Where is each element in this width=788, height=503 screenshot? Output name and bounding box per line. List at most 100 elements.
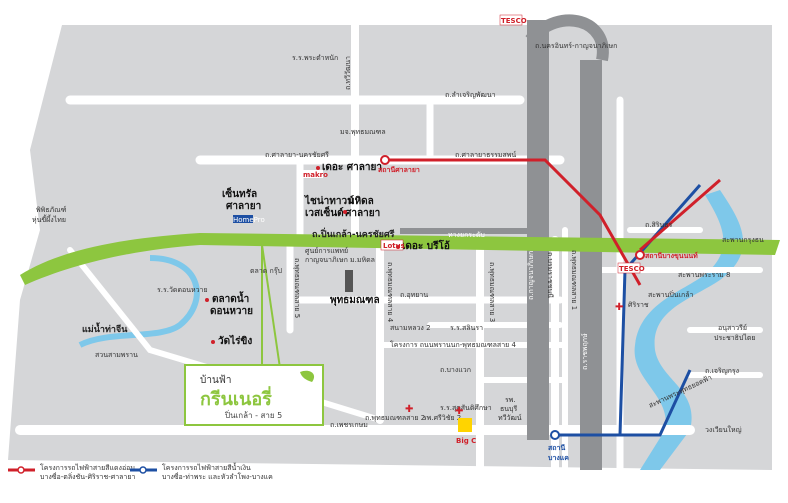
project-pointer-2	[261, 244, 281, 369]
label-bang-wa: ถ.บางแวก	[440, 366, 471, 374]
landmark-dot-3	[396, 245, 400, 249]
label-sanam-luang-2: สนามหลวง 2	[390, 324, 431, 332]
label-phra-pinklao: สะพานกรุงธน	[722, 236, 764, 244]
tesco-badge-north	[499, 14, 523, 26]
label-station-salaya: สถานีศาลายา	[378, 166, 420, 174]
label-hospital-bk-3: ทวีวัฒน์	[498, 414, 522, 422]
tesco-label-north: TESCO	[501, 17, 527, 25]
label-central-2: ศาลายา	[226, 201, 261, 212]
expressway-loop	[525, 14, 609, 62]
label-project-road: โครงการ ถนนพรานนก-พุทธมณฑลสาย 4	[390, 340, 516, 349]
label-salaya-tham: ถ.ศาลายาธรรมสพน์	[455, 151, 516, 159]
project-name-line3: ปิ่นเกล้า - สาย 5	[224, 409, 282, 420]
legend-red-text-2: บางซื่อ-ตลิ่งชัน-ศิริราช-ศาลายา	[40, 472, 135, 481]
label-intersection: ทางยกระดับ	[448, 231, 485, 239]
makro-label: makro	[303, 171, 328, 179]
label-rr-salin: ร.ร.สลินรา	[450, 324, 483, 332]
red-line-east	[639, 178, 721, 252]
label-sanamkila-2: ประชาธิปไตย	[714, 333, 756, 342]
label-talat-nam-2: ดอนหวาย	[210, 306, 253, 317]
label-nakhon-in: ถ.นครอินทร์-กาญจนาภิเษก	[535, 42, 617, 50]
label-mahidol-2: ศาลายา	[345, 208, 380, 219]
label-uni: มจ.พุทธมณฑล	[340, 128, 386, 136]
label-station-bk-1: สถานี	[548, 444, 565, 452]
label-phutthamonthon-3: ถ.พุทธมณฑลสาย 3	[488, 262, 496, 322]
label-borommaratchachonnani: ถ.บรมราชชนนี	[546, 252, 554, 298]
label-hospital-bk-1: รพ.	[505, 396, 516, 404]
project-logo-box	[184, 364, 324, 426]
big-c-label: Big C	[456, 437, 476, 445]
label-museum-1: พิพิธภัณฑ์	[36, 206, 67, 214]
big-c-badge	[458, 418, 472, 432]
homepro-label: HomePro	[233, 216, 265, 224]
label-museum-2: หุ่นขี้ผึ้งไทย	[32, 213, 66, 224]
leaf-icon	[300, 370, 315, 382]
label-the-salaya: เดอะ ศาลายา	[322, 162, 382, 173]
label-kanchana: ถ.กาญจนาภิเษก	[527, 251, 535, 300]
label-mahidol-1: มหิดล	[348, 195, 374, 207]
label-central-1: เซ็นทรัล	[222, 186, 257, 200]
elevated-road	[400, 228, 540, 234]
legend-blue-text-2: บางซื่อ-ท่าพระ และหัวลำโพง-บางแค	[162, 472, 273, 481]
landmark-dot-2	[343, 210, 347, 214]
label-phutthamonthon-5: ถ.พุทธมณฑลสาย 5	[293, 258, 301, 318]
label-phutthamonthon-2: ถ.พุทธมณฑลสาย 2	[365, 414, 425, 422]
makro-badge	[303, 170, 323, 178]
label-phutthamonthon-1: ถ.พุทธมณฑลสาย 1	[570, 250, 578, 310]
legend-red-text-1: โครงการรถไฟฟ้าสายสีแดงอ่อน	[40, 463, 135, 472]
label-thawi-watthana: ถ.ทวีวัฒนา	[344, 56, 352, 90]
station-salaya-marker	[380, 155, 390, 165]
label-the-breeze: เดอะ บรีโอ้	[402, 239, 450, 252]
label-ratchaphruek: ถ.ราชพฤกษ์	[581, 333, 589, 370]
landmark-dot-1	[316, 166, 320, 170]
label-wat-rai-khing: วัดไร่ขิง	[218, 334, 252, 347]
project-name-line2: กรีนเนอรี่	[200, 386, 272, 410]
legend-red-dot	[17, 466, 25, 474]
label-hospital-bk-2: ธนบุรี	[500, 405, 518, 413]
label-charoen-rat: ถ.เจริญกรุง	[705, 367, 739, 375]
label-sanamkila-1: อนุสาวรีย์	[718, 324, 747, 332]
label-station-bk-2: บางแค	[548, 454, 569, 462]
label-uthayan: ถ.อุทยาน	[400, 291, 428, 299]
label-hospital-srivichai: รพ.ศรีวิชัย 2	[423, 414, 461, 422]
label-wong-wian-yai: วงเวียนใหญ่	[705, 425, 742, 434]
red-line	[385, 158, 642, 286]
label-rr-sri: ร.ร.สุดสันติศึกษา	[440, 403, 492, 412]
hospital-icon-3: ✚	[615, 302, 623, 313]
east-expressway	[580, 60, 602, 470]
road-pinklao	[20, 233, 780, 285]
label-chainatown-2: เวสเซ็นต์	[305, 205, 344, 219]
label-tha-chin: แม่น้ำท่าจีน	[82, 322, 128, 335]
project-name-line1: บ้านฟ้า	[200, 374, 232, 386]
label-pinklao-bridge: สะพานปิ่นเกล้า	[648, 290, 694, 299]
label-siriraj: ศิริราช	[628, 301, 649, 309]
tesco-badge-center	[380, 239, 404, 251]
legend-blue-dot	[139, 466, 147, 474]
label-phetkasem: ถ.เพชรเกษม	[330, 421, 368, 429]
station-bang-khae-marker	[550, 430, 560, 440]
legend-blue-text-1: โครงการรถไฟฟ้าสายสีน้ำเงิน	[162, 461, 251, 472]
label-station-siriraj: สถานีบางขุนนนท์	[645, 251, 698, 260]
label-kalyana-2: กาญจนาภิเษก ม.มหิดล	[305, 256, 375, 264]
label-pinklao: ถ.ปิ่นเกล้า-นครชัยศรี	[312, 227, 395, 240]
label-rr-wat-don: ร.ร.วัดดอนหวาย	[157, 286, 208, 294]
label-phutthamonthon: พุทธมณฑล	[330, 295, 380, 306]
label-bangkok-noi: สะพานพระราม 8	[678, 271, 730, 279]
homepro-badge	[233, 215, 253, 223]
tesco-badge-east	[617, 262, 641, 274]
tesco-label-east: TESCO	[619, 265, 645, 273]
label-chainatown-1: ไชน่าทาวน์	[304, 194, 354, 207]
label-salaya-nakhonchaisi: ถ.ศาลายา-นครชัยศรี	[265, 151, 329, 159]
label-market: ตลาด กรุ๊ป	[250, 267, 283, 275]
landmark-dot-5	[211, 340, 215, 344]
tha-chin-river	[78, 255, 200, 348]
station-siriraj-marker	[635, 250, 645, 260]
label-suan-sampran: สวนสามพราน	[95, 351, 138, 359]
label-kalyana-1: ศูนย์การแพทย์	[305, 247, 348, 255]
hospital-icon-1: ✚	[455, 406, 463, 417]
chao-phraya-river	[634, 190, 744, 470]
landmark-dot-4	[205, 298, 209, 302]
label-phutthamonthon-4: ถ.พุทธมณฑลสาย 4	[386, 262, 394, 323]
